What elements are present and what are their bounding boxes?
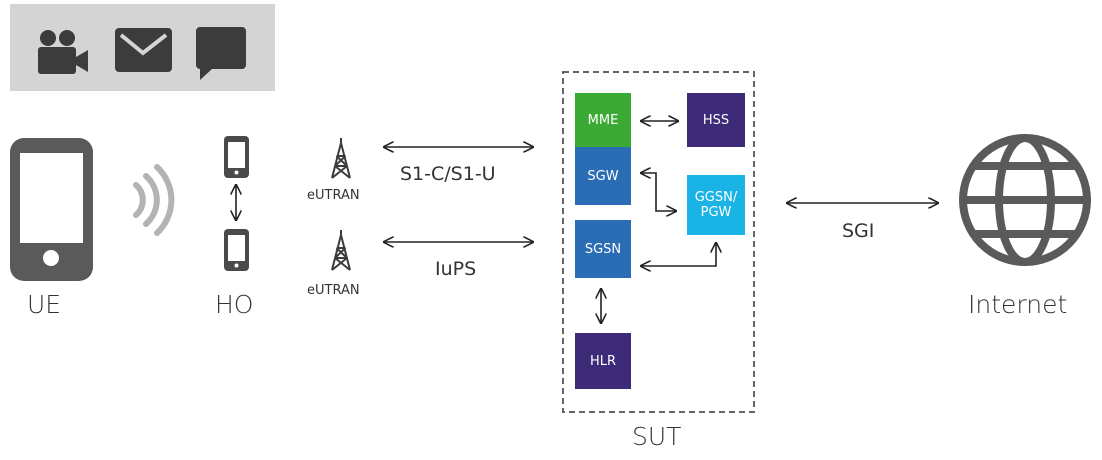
globe-icon — [959, 134, 1091, 266]
ran-top-label: eUTRAN — [307, 188, 360, 203]
ue-label: UE — [27, 290, 62, 319]
ho-label: HO — [215, 290, 254, 319]
sut-label: SUT — [632, 422, 682, 451]
ho-phone-bottom-icon — [224, 229, 249, 271]
iups-label: IuPS — [435, 258, 477, 280]
sgsn-node: SGSN — [575, 220, 631, 278]
hss-node: HSS — [687, 93, 745, 147]
ggsn-pgw-line2: PGW — [700, 205, 732, 220]
sgsn-ggsn-arrow — [641, 243, 716, 266]
tower-top-icon — [331, 138, 351, 179]
hlr-node: HLR — [575, 333, 631, 389]
sgw-ggsn-arrow — [641, 173, 676, 211]
s1-label: S1-C/S1-U — [400, 163, 496, 185]
chat-bubble-icon — [196, 27, 246, 80]
internet-label: Internet — [968, 290, 1068, 319]
sgw-node: SGW — [575, 147, 631, 205]
tower-bottom-icon — [331, 230, 351, 271]
ggsn-pgw-node: GGSN/ PGW — [687, 175, 745, 235]
ho-phone-top-icon — [224, 136, 249, 178]
signal-waves-icon — [133, 164, 175, 236]
mail-icon — [115, 28, 172, 72]
ggsn-pgw-line1: GGSN/ — [694, 190, 738, 205]
sut-box — [562, 71, 755, 413]
mme-node: MME — [575, 93, 631, 147]
video-camera-icon — [38, 30, 88, 74]
ue-phone-icon — [10, 138, 93, 281]
sgi-label: SGI — [842, 220, 875, 242]
ran-bottom-label: eUTRAN — [307, 283, 360, 298]
